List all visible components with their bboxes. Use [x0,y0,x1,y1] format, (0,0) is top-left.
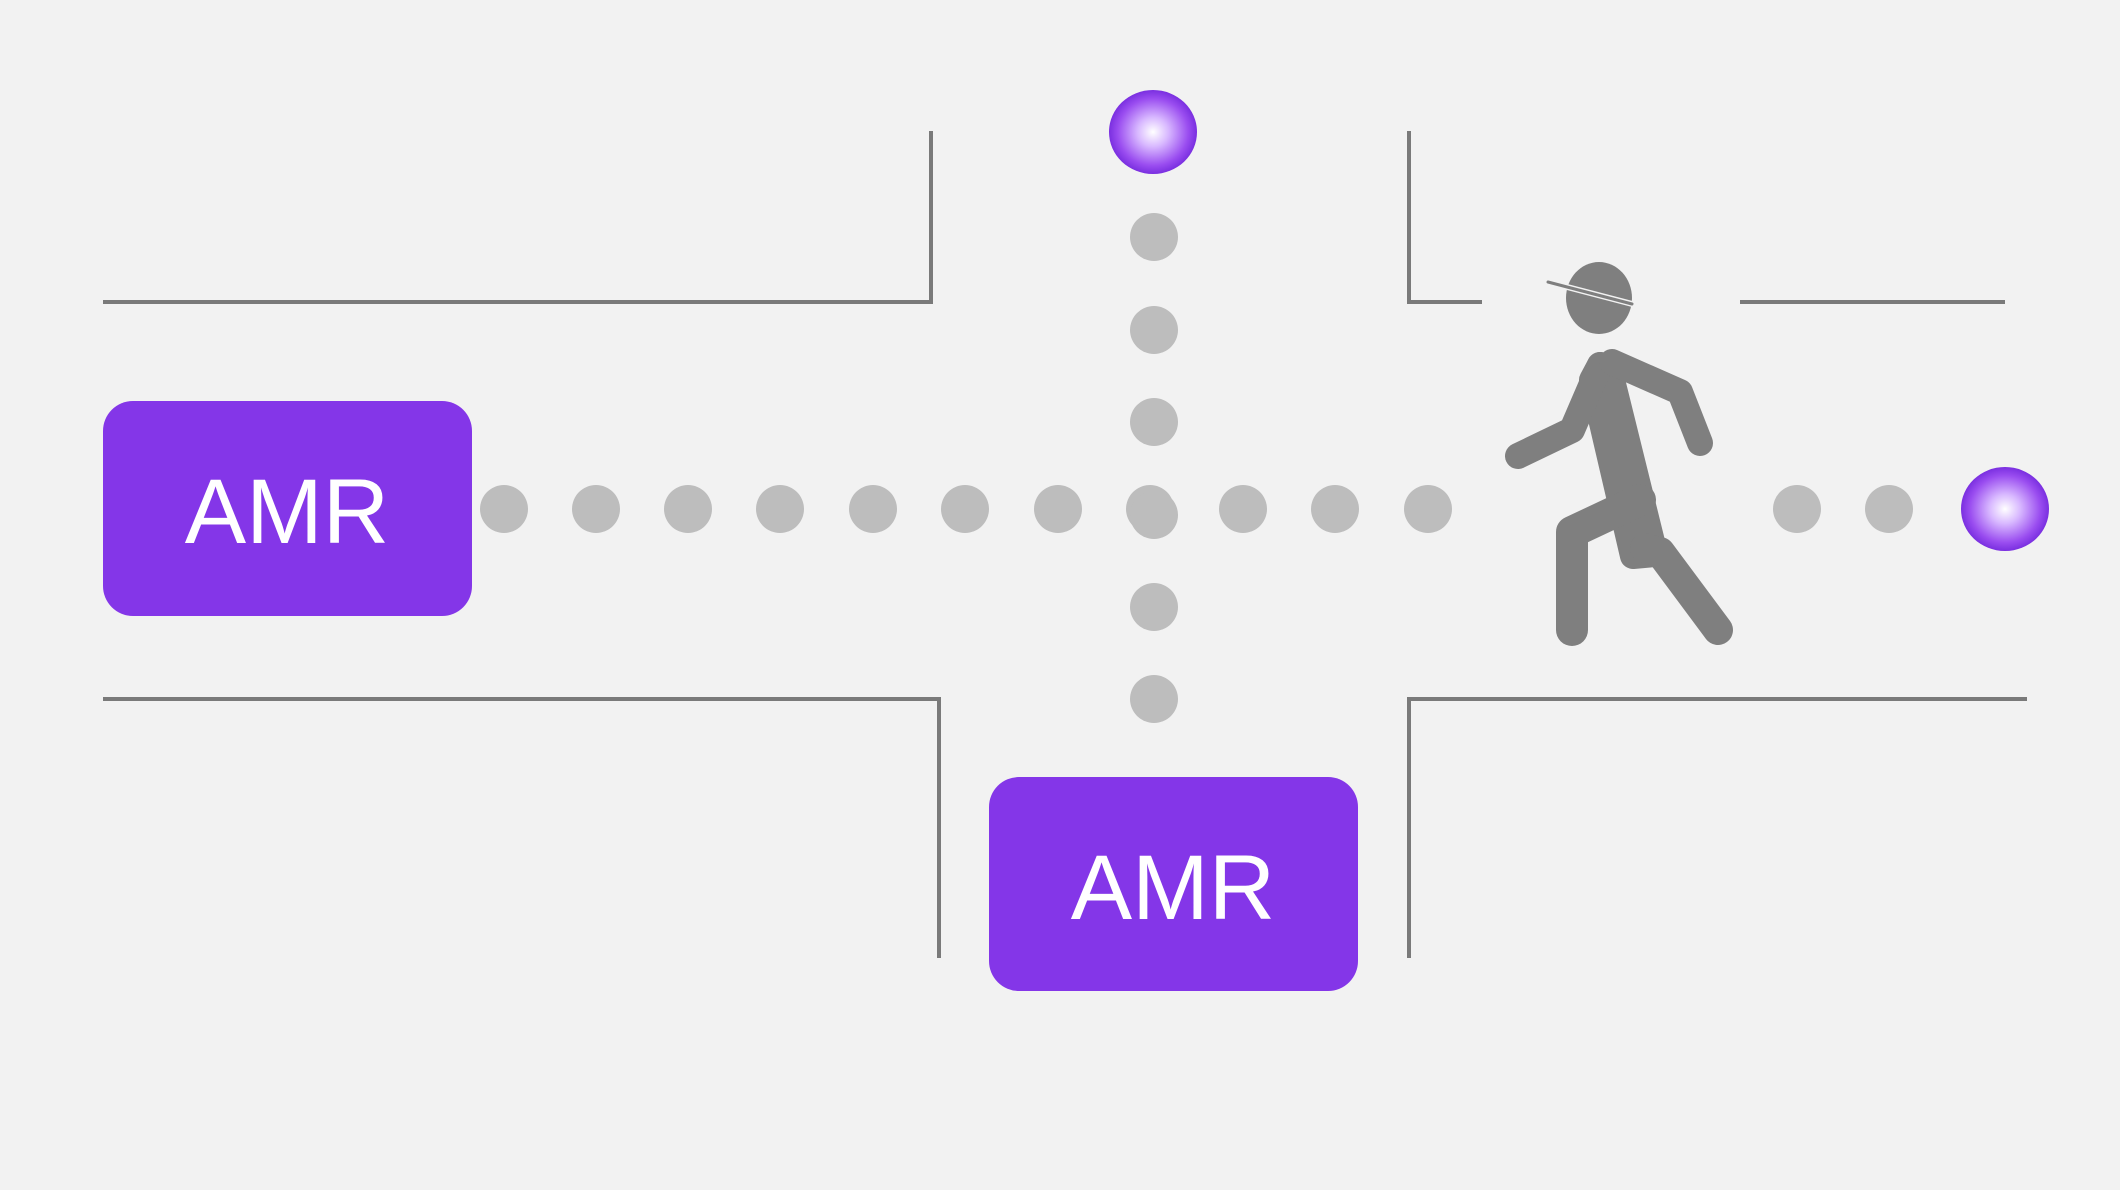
path-dot [1034,485,1082,533]
amr-robot-bottom-body [989,777,1358,991]
path-dot [1130,398,1178,446]
path-dot [1773,485,1821,533]
horizontal-path-dots [480,485,1913,533]
destination-marker-top [1109,90,1197,174]
pedestrian-arm-front [1599,349,1713,456]
path-dot [1130,491,1178,539]
path-dot [849,485,897,533]
path-dot [480,485,528,533]
pedestrian-with-hardhat-icon [1505,262,1733,646]
wall-top-right [1407,131,1482,304]
corridor-walls [103,131,2027,958]
path-dot [1130,213,1178,261]
amr-robot-left-label: AMR [185,461,389,563]
amr-robot-left: AMR [103,401,472,616]
path-dot [664,485,712,533]
path-dot [1219,485,1267,533]
pedestrian-arm-back [1505,352,1613,469]
pedestrian-leg-front [1630,533,1733,645]
wall-top-left [103,131,933,304]
path-dot [1865,485,1913,533]
path-dot [1130,675,1178,723]
wall-bottom-right [1407,697,2027,958]
pedestrian-leg-back [1556,484,1656,646]
path-dot [1130,583,1178,631]
destination-marker-right [1961,467,2049,551]
amr-robot-left-body [103,401,472,616]
path-dot [1404,485,1452,533]
path-dot [572,485,620,533]
path-dot [1311,485,1359,533]
path-dot [756,485,804,533]
hardhat-visor [1546,280,1634,306]
path-dot [1130,306,1178,354]
vertical-path-dots [1130,213,1178,723]
amr-robot-bottom: AMR [989,777,1358,991]
wall-bottom-left [103,697,941,958]
path-dot [941,485,989,533]
amr-robot-bottom-label: AMR [1071,837,1275,939]
